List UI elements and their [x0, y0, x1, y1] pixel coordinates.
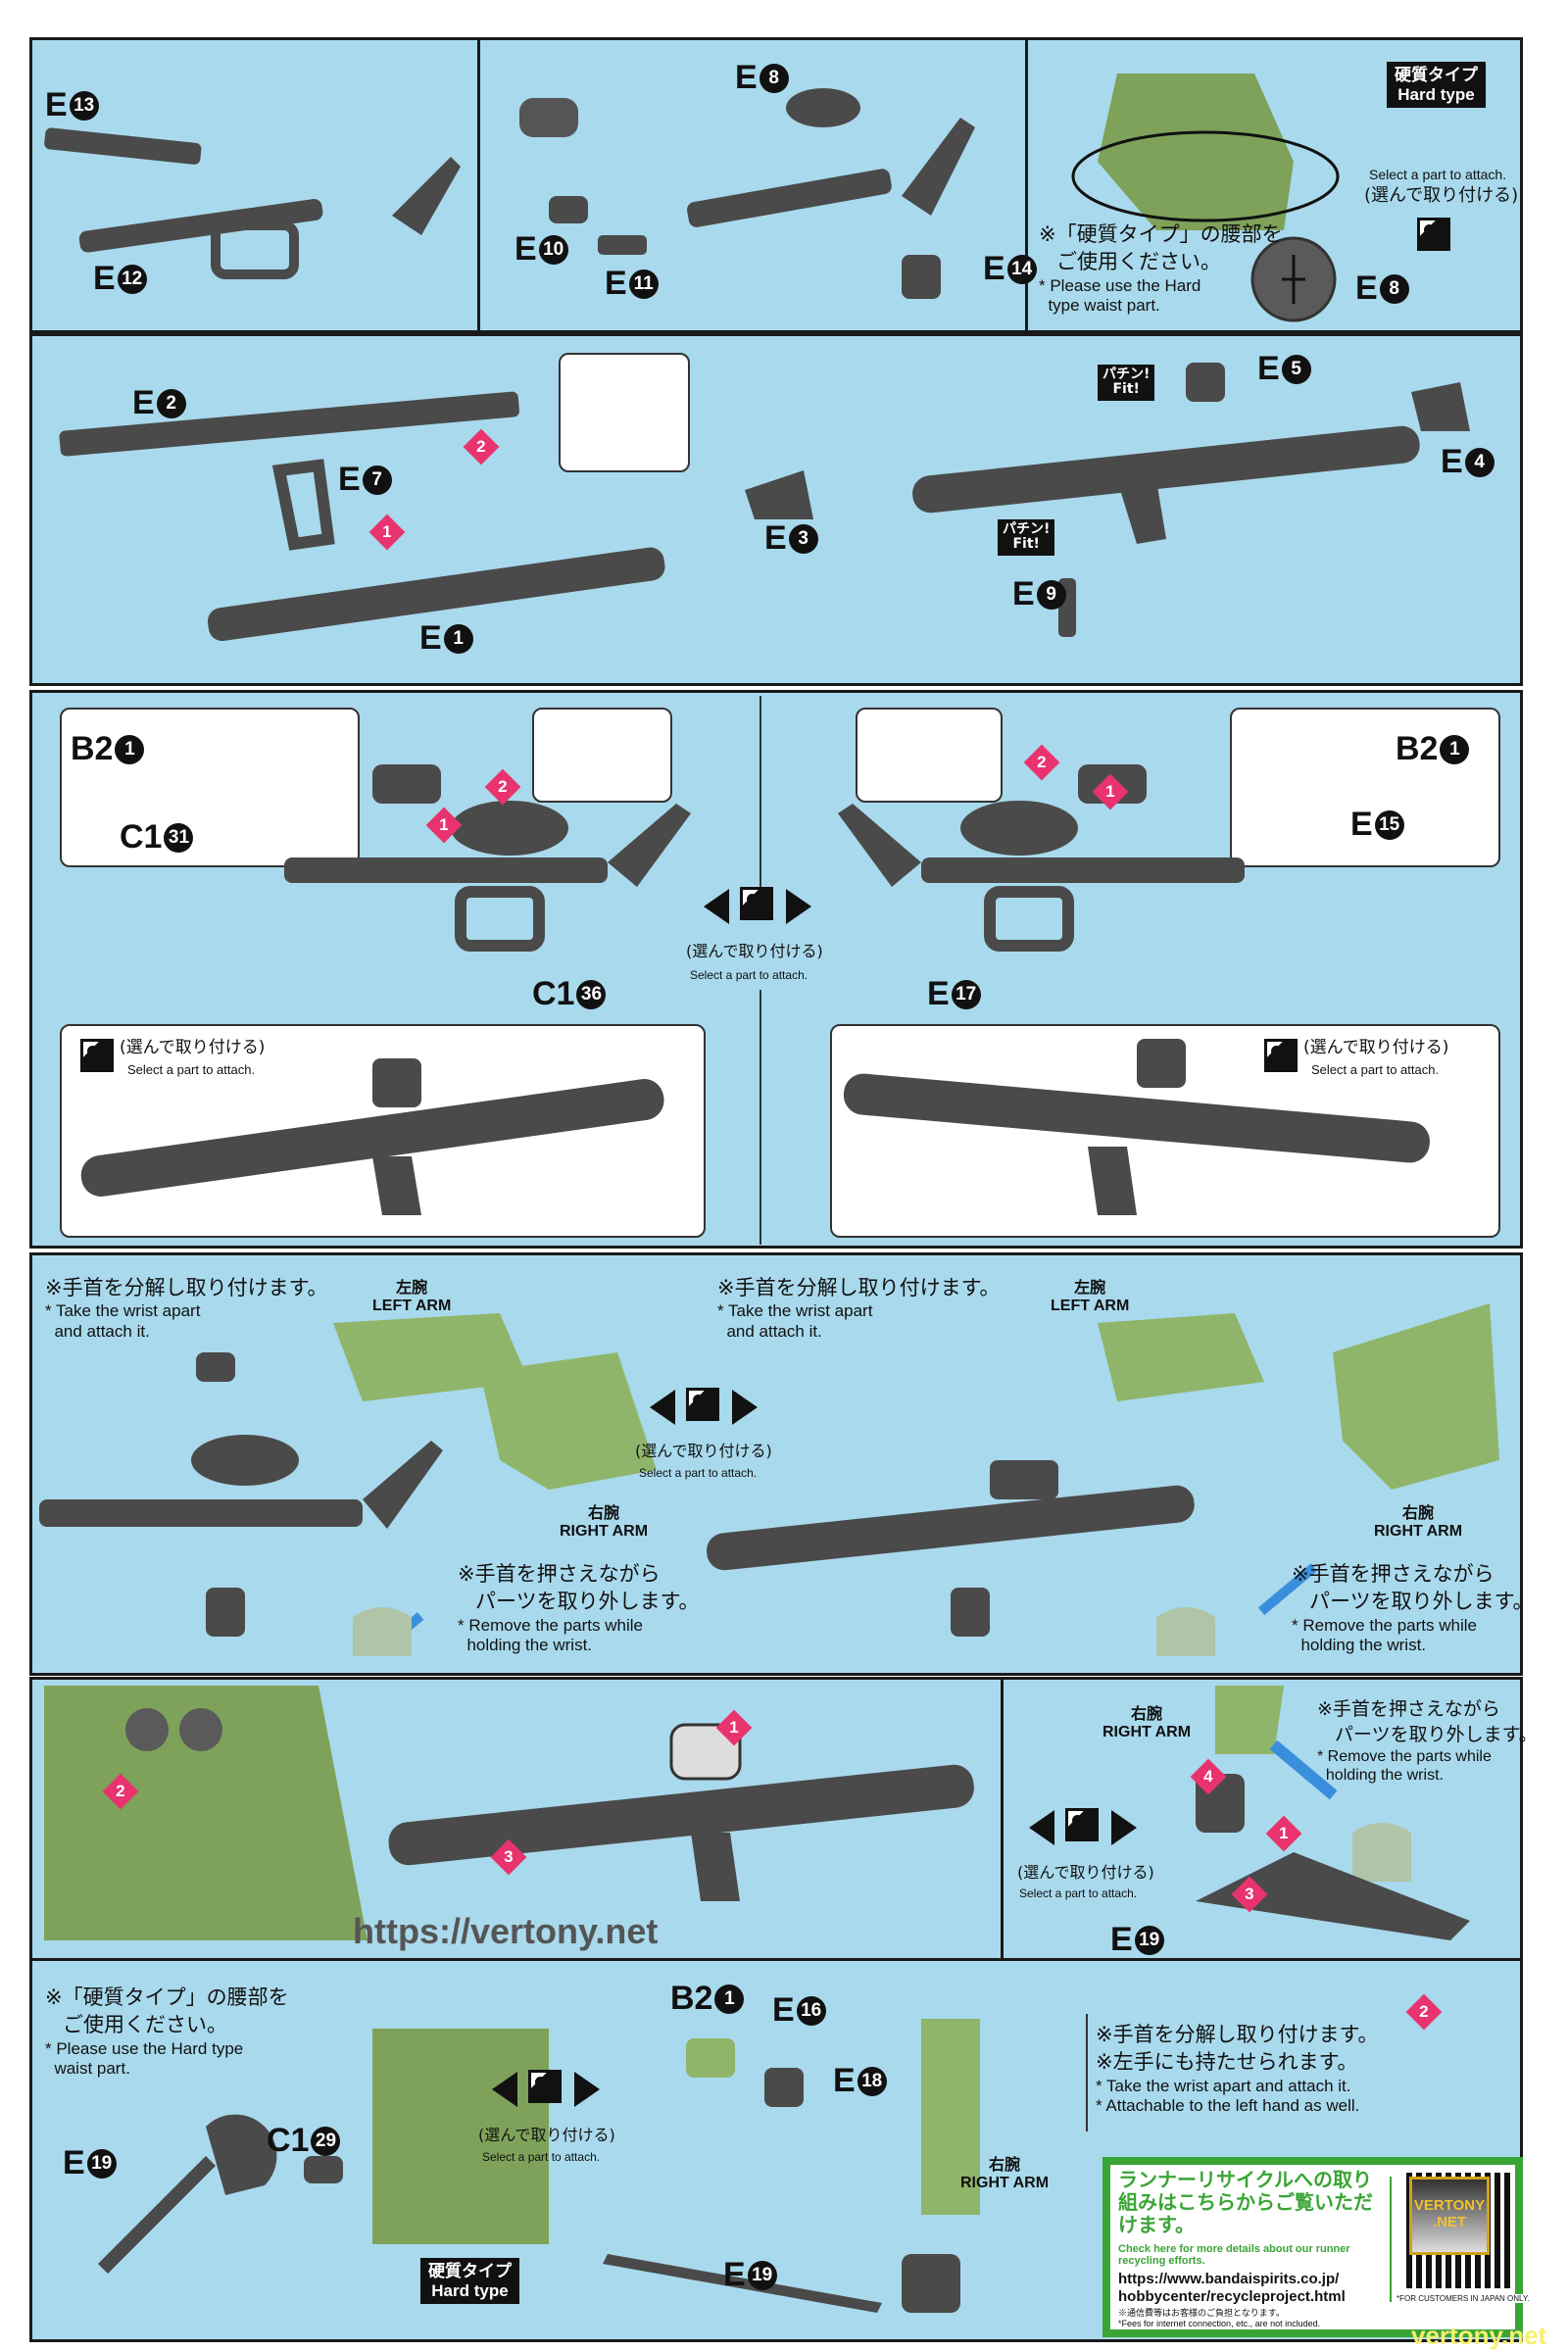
wrist-apart-note-right: ※手首を分解し取り付けます。* Take the wrist apart and…: [717, 1276, 1001, 1341]
japan-only-note: *FOR CUSTOMERS IN JAPAN ONLY.: [1396, 2294, 1530, 2303]
fit-badge-top: パチン!Fit!: [1098, 365, 1155, 401]
select-part-toggle: [650, 1388, 758, 1427]
watermark-corner: vertony.net: [1411, 2321, 1547, 2350]
select-part-jp: (選んで取り付ける): [1303, 1038, 1449, 1057]
hard-waist-note: ※「硬質タイプ」の腰部をご使用ください。* Please use the Har…: [45, 1985, 289, 2079]
watermark-url: https://vertony.net: [353, 1911, 659, 1951]
select-part-jp: (選んで取り付ける): [1364, 185, 1519, 206]
hold-wrist-note-left: ※手首を押さえながらパーツを取り外します。* Remove the parts …: [458, 1562, 700, 1655]
bazooka-assembly-illustration: [745, 363, 1470, 637]
divider: [1086, 2014, 1088, 2132]
select-part-jp: (選んで取り付ける): [686, 942, 823, 960]
select-part-icon: [1264, 1039, 1298, 1072]
zaku-with-bazooka-illustration: [44, 1686, 974, 1940]
select-part-jp: (選んで取り付ける): [1017, 1863, 1154, 1882]
recycle-fee-note: ※通信費等はお客様のご負担となります。*Fees for internet co…: [1118, 2308, 1321, 2328]
fit-badge-bottom: パチン!Fit!: [998, 519, 1055, 556]
select-part-en: Select a part to attach.: [690, 968, 808, 982]
rifle-parts-illustration: [44, 127, 461, 279]
recycle-url-link[interactable]: https://www.bandaispirits.co.jp/hobbycen…: [1118, 2271, 1346, 2305]
hold-wrist-note-right: ※手首を押さえながらパーツを取り外します。* Remove the parts …: [1292, 1562, 1534, 1655]
divider: [760, 990, 761, 1245]
grip-detail-right: [856, 708, 1003, 803]
wrist-left-hand-note: ※手首を分解し取り付けます。※左手にも持たせられます。* Take the wr…: [1096, 2023, 1379, 2116]
select-part-en: Select a part to attach.: [482, 2150, 601, 2164]
watermark-badge: VERTONY .NET: [1409, 2177, 1490, 2255]
bazooka-right-illustration: [843, 1039, 1430, 1215]
step-panel-1a: [29, 37, 480, 333]
hand-swap-illustration: [1196, 1686, 1470, 1940]
select-part-en: Select a part to attach.: [1369, 167, 1507, 182]
select-part-toggle: [1029, 1808, 1137, 1847]
rifle-left-illustration: [284, 764, 691, 952]
select-part-jp: (選んで取り付ける): [635, 1442, 772, 1460]
hand-callout-right: [1230, 708, 1500, 867]
select-part-en: Select a part to attach.: [639, 1466, 758, 1480]
grip-detail-left: [532, 708, 672, 803]
select-part-toggle: [704, 887, 811, 926]
divider: [1390, 2177, 1392, 2302]
arm-and-bazooka-illustration-right: [707, 1303, 1499, 1656]
select-part-jp: (選んで取り付ける): [120, 1038, 266, 1057]
select-part-icon: [1417, 218, 1450, 251]
bazooka-left-illustration: [80, 1058, 664, 1215]
bazooka-parts-illustration: [59, 391, 665, 642]
arm-and-rifle-illustration-left: [39, 1313, 657, 1656]
divider: [760, 696, 761, 892]
select-part-en: Select a part to attach.: [127, 1062, 256, 1077]
hard-waist-note: ※「硬質タイプ」の腰部をご使用ください。* Please use the Har…: [1039, 222, 1283, 316]
waist-illustration: [1071, 74, 1340, 322]
select-part-icon: [80, 1039, 114, 1072]
select-part-jp: (選んで取り付ける): [478, 2126, 615, 2144]
select-part-en: Select a part to attach.: [1311, 1062, 1440, 1077]
select-part-toggle: [492, 2070, 600, 2109]
recycle-title-en: Check here for more details about our ru…: [1118, 2243, 1350, 2267]
hold-wrist-note-r5: ※手首を押さえながらパーツを取り外します。* Remove the parts …: [1317, 1698, 1538, 1785]
rifle-assembly-illustration: [519, 88, 975, 299]
hand-callout-left: [60, 708, 360, 867]
runner-recycle-box: ランナーリサイクルへの取り組みはこちらからご覧いただけます。 Check her…: [1102, 2157, 1530, 2337]
rifle-right-illustration: [838, 764, 1245, 952]
select-part-en: Select a part to attach.: [1019, 1886, 1138, 1900]
recycle-title-jp: ランナーリサイクルへの取り組みはこちらからご覧いただけます。: [1118, 2168, 1373, 2236]
detail-callout: [559, 353, 690, 472]
wrist-apart-note-left: ※手首を分解し取り付けます。* Take the wrist apart and…: [45, 1276, 328, 1341]
